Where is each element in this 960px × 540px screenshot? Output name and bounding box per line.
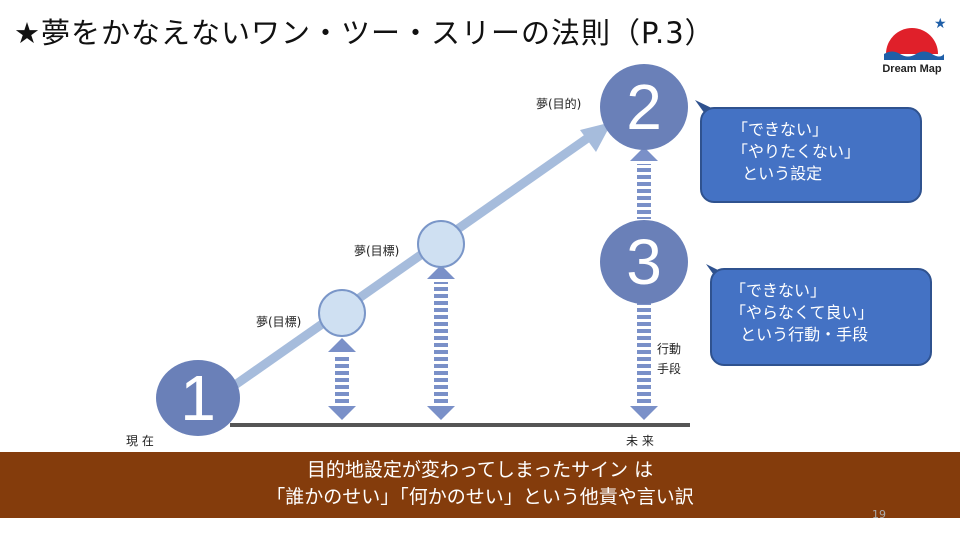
label-dream-target-1: 夢(目標)	[256, 315, 302, 329]
step-circle-3: 3	[600, 220, 688, 304]
progress-arrow	[232, 131, 595, 389]
target-circle-2	[417, 220, 465, 268]
dream-map-logo: ★ Dream Map	[876, 14, 952, 76]
label-now: 現 在	[126, 434, 154, 448]
step-circle-1: 1	[156, 360, 240, 436]
callout-line: 「やらなくて良い」	[730, 303, 874, 322]
banner-line-2: 「誰かのせい」「何かのせい」という他責や言い訳	[266, 486, 694, 508]
slide-title: ★夢をかなえないワン・ツー・スリーの法則（P.3）	[14, 16, 715, 50]
callout-setting: 「できない」「やりたくない」 という設定	[700, 107, 922, 203]
page-number: 19	[872, 508, 886, 521]
label-future: 未 来	[626, 434, 654, 448]
banner-line-1: 目的地設定が変わってしまったサイン は	[306, 459, 654, 481]
target-circle-1	[318, 289, 366, 337]
callout-line: 「やりたくない」	[732, 142, 861, 161]
label-dream-goal: 夢(目的)	[536, 97, 582, 111]
bottom-banner: 目的地設定が変わってしまったサイン は「誰かのせい」「何かのせい」という他責や言…	[0, 452, 960, 518]
label-action: 行動	[657, 342, 682, 356]
progress-arrowhead	[580, 122, 612, 152]
callout-line: という行動・手段	[730, 325, 869, 344]
svg-text:★: ★	[934, 16, 947, 32]
callout-line: という設定	[732, 164, 823, 183]
callout-line: 「できない」	[730, 281, 827, 300]
callout-action: 「できない」「やらなくて良い」 という行動・手段	[710, 268, 932, 366]
callout-line: 「できない」	[732, 120, 829, 139]
label-dream-target-2: 夢(目標)	[354, 244, 400, 258]
label-means: 手段	[657, 362, 682, 376]
svg-text:Dream Map: Dream Map	[882, 63, 942, 75]
step-circle-2: 2	[600, 64, 688, 150]
dashed-arrows	[328, 147, 658, 420]
